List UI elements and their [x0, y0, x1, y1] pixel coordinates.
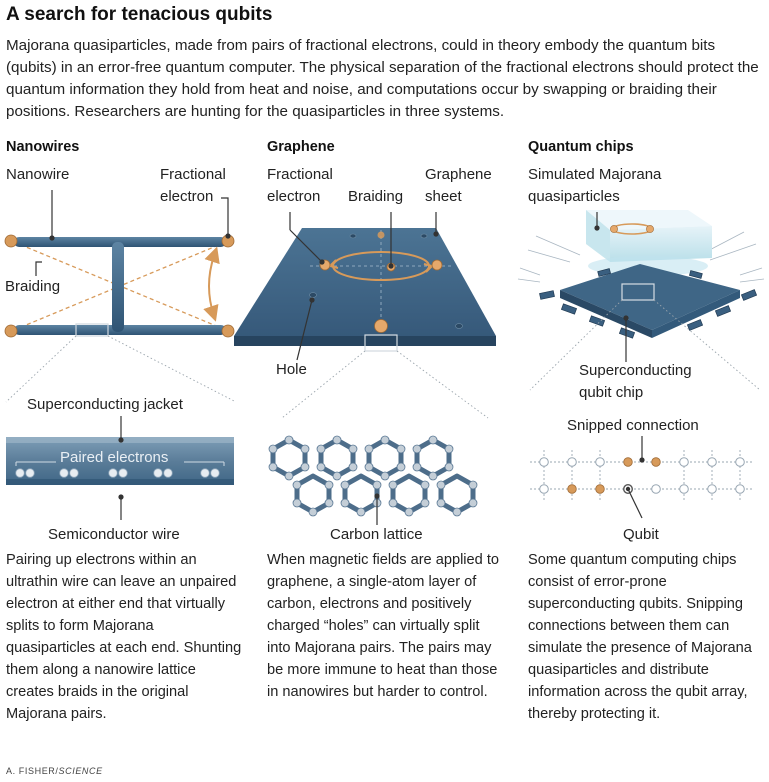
label-simulated-majorana-a: Simulated Majorana [528, 166, 662, 183]
credit-source: SCIENCE [58, 766, 103, 776]
label-fractional-electron-2b: electron [267, 188, 321, 205]
label-braiding-1: Braiding [5, 278, 61, 295]
label-superconducting-jacket: Superconducting jacket [27, 396, 183, 413]
label-simulated-majorana-b: quasiparticles [528, 188, 620, 205]
label-braiding-2: Braiding [348, 188, 404, 205]
credit-author: A. FISHER/ [6, 766, 59, 776]
heading-quantum-chips: Quantum chips [528, 139, 634, 155]
label-snipped-connection: Snipped connection [567, 417, 699, 434]
qubit-array [530, 436, 752, 519]
label-qubit-chip-b: qubit chip [579, 384, 644, 401]
fractional-electron [221, 324, 235, 338]
label-nanowire: Nanowire [6, 166, 70, 183]
heading-nanowires: Nanowires [6, 139, 80, 155]
label-qubit-chip-a: Superconducting [579, 362, 692, 379]
electron-center [374, 319, 388, 333]
braiding-arrow [203, 246, 220, 322]
description-graphene: When magnetic fields are applied to grap… [267, 552, 500, 700]
description-nanowires: Pairing up electrons within an ultrathin… [6, 552, 242, 722]
graphene-sheet [234, 228, 496, 336]
label-graphene-sheet-a: Graphene [425, 166, 492, 183]
majorana-qubit [567, 484, 577, 494]
fractional-electron [4, 234, 18, 248]
leader-dot [49, 235, 55, 241]
label-fractional-electron-1a: Fractional [160, 166, 226, 183]
nanowire-connector [112, 242, 124, 332]
leader-dot [225, 233, 231, 239]
label-fractional-electron-2a: Fractional [267, 166, 333, 183]
label-semiconductor-wire: Semiconductor wire [48, 526, 180, 543]
intro-text: Majorana quasiparticles, made from pairs… [6, 37, 759, 120]
quantum-chip-illustration [517, 210, 765, 391]
fractional-electron [431, 259, 443, 271]
zoom-box [364, 334, 398, 352]
label-hole: Hole [276, 361, 307, 378]
nanowire-top [14, 237, 226, 247]
zoom-box [621, 283, 655, 301]
semiconductor-wire-enlarged [6, 437, 234, 485]
label-qubit: Qubit [623, 526, 659, 543]
carbon-atoms [268, 435, 478, 517]
qubit-chip [560, 264, 740, 330]
fractional-electron [4, 324, 18, 338]
leader-line [35, 261, 42, 276]
label-paired-electrons: Paired electrons [60, 449, 169, 466]
zoom-box [75, 323, 109, 337]
credit-line: A. FISHER/SCIENCE [6, 766, 103, 776]
heading-graphene: Graphene [267, 139, 335, 155]
description-quantum-chips: Some quantum computing chips consist of … [528, 552, 752, 722]
majorana-qubit [623, 457, 633, 467]
leader-line [221, 197, 229, 236]
electron-pairs [15, 468, 220, 478]
majorana-qubit [595, 484, 605, 494]
label-carbon-lattice: Carbon lattice [330, 526, 423, 543]
majorana-qubit [651, 457, 661, 467]
page-title: A search for tenacious qubits [6, 4, 273, 25]
nanowire-illustration [4, 190, 237, 520]
label-graphene-sheet-b: sheet [425, 188, 462, 205]
graphene-illustration [234, 212, 496, 419]
label-fractional-electron-1b: electron [160, 188, 214, 205]
hole-icons [309, 233, 463, 329]
